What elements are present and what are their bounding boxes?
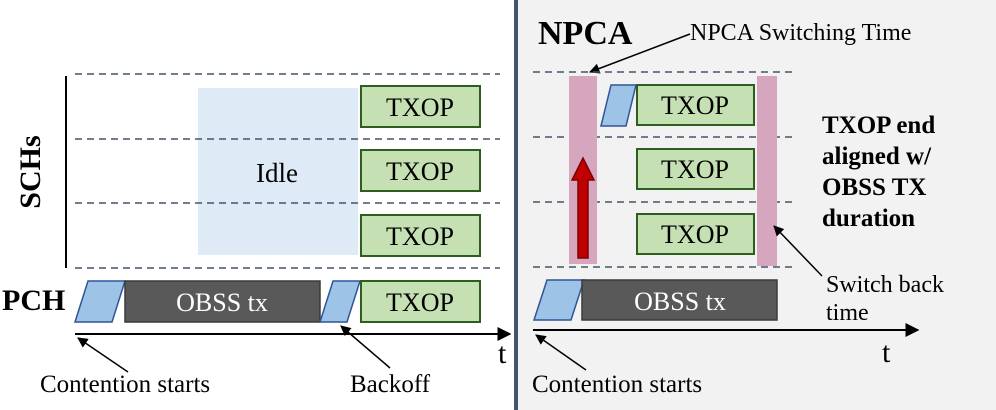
npca-title: NPCA <box>538 15 633 52</box>
txop-label: TXOP <box>661 155 729 184</box>
txop-box <box>636 148 755 190</box>
txop-label: TXOP <box>386 222 454 251</box>
backoff-label: Backoff <box>350 371 431 398</box>
switch-back-line: time <box>826 300 869 326</box>
switch-back-pointer <box>773 225 823 277</box>
contention-label: Contention starts <box>532 371 702 398</box>
txop-box <box>360 85 481 128</box>
txop-label: TXOP <box>386 288 454 317</box>
backoff-pointer <box>340 325 391 369</box>
txop-box <box>360 280 481 323</box>
backoff-slot <box>73 280 127 323</box>
idle-label: Idle <box>256 158 298 188</box>
npca-panel: NPCA NPCA Switching Time TXOP TXOP TXOP … <box>532 15 944 398</box>
sch-axis-label: SCHs <box>14 135 47 208</box>
contention-label: Contention starts <box>40 371 210 398</box>
txop-box <box>360 214 481 257</box>
left-channel-gridlines <box>75 73 500 269</box>
backoff-slot <box>600 84 637 127</box>
switching-time-label: NPCA Switching Time <box>690 20 911 46</box>
idle-region <box>198 88 358 255</box>
aligned-note-line: duration <box>822 205 915 232</box>
txop-box <box>636 213 755 255</box>
txop-box <box>636 84 755 126</box>
contention-pointer <box>535 334 587 371</box>
time-axis-label: t <box>882 336 891 369</box>
obss-tx-box <box>124 280 321 323</box>
txop-label: TXOP <box>386 157 454 186</box>
switching-time-pointer <box>589 33 691 74</box>
txop-box <box>360 149 481 192</box>
obss-tx-box <box>581 279 778 321</box>
aligned-note-line: OBSS TX <box>822 174 926 201</box>
switch-back-line: Switch back <box>826 272 944 298</box>
pch-label: PCH <box>2 284 65 317</box>
switch-up-arrow <box>570 156 596 259</box>
right-channel-gridlines <box>533 71 795 268</box>
txop-label: TXOP <box>661 220 729 249</box>
switch-back-band <box>757 76 777 266</box>
backoff-slot <box>532 279 586 321</box>
txop-aligned-note: TXOP end aligned w/ OBSS TX duration <box>822 112 935 232</box>
aligned-note-line: TXOP end <box>822 112 935 139</box>
obss-tx-label: OBSS tx <box>176 288 268 317</box>
txop-label: TXOP <box>386 93 454 122</box>
backoff-slot <box>318 280 362 323</box>
aligned-note-line: aligned w/ <box>822 143 932 170</box>
time-axis-label: t <box>498 337 507 370</box>
txop-label: TXOP <box>661 91 729 120</box>
legacy-panel: SCHs Idle TXOP TXOP TXOP PCH OBSS tx TXO… <box>2 73 512 398</box>
obss-tx-label: OBSS tx <box>634 287 726 316</box>
contention-pointer <box>77 337 129 373</box>
